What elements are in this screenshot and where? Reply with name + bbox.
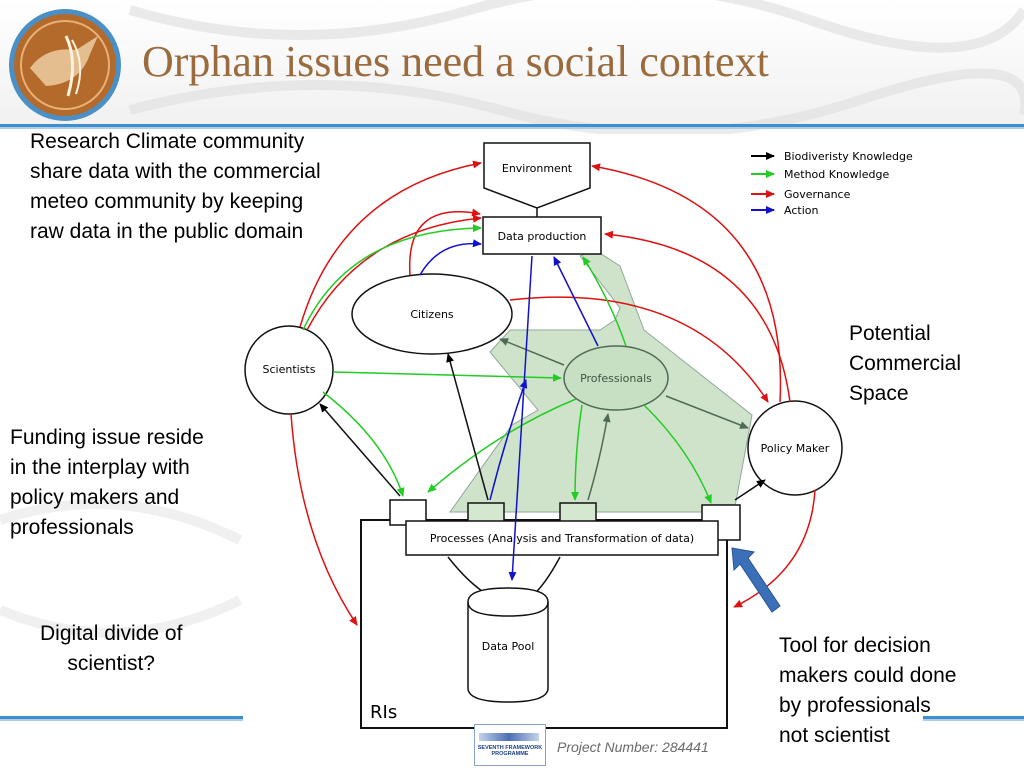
policy-maker-label: Policy Maker xyxy=(761,442,830,455)
note-potential-commercial: Potential Commercial Space xyxy=(849,322,962,405)
governance-arrow xyxy=(733,489,816,608)
governance-arrow xyxy=(604,230,791,403)
ris-label: RIs xyxy=(370,702,397,723)
professional-arrow xyxy=(587,413,611,501)
environment-label: Environment xyxy=(502,162,573,175)
project-number: Project Number: 284441 xyxy=(557,739,709,755)
professional-arrow xyxy=(665,395,749,429)
note-funding-issue: Funding issue reside in the interplay wi… xyxy=(10,426,204,539)
method-knowledge-arrow xyxy=(427,398,577,493)
fp7-logo-line2: PROGRAMME xyxy=(491,751,529,757)
method-knowledge-arrow xyxy=(322,391,405,497)
fp7-logo: SEVENTH FRAMEWORK PROGRAMME xyxy=(474,724,546,766)
method-knowledge-arrow xyxy=(571,404,583,501)
professionals-node: Professionals xyxy=(563,345,669,411)
governance-arrow xyxy=(591,163,782,403)
social-context-diagram: RIs Processes (Analysis and Transformati… xyxy=(243,134,923,734)
legend-biodiversity: Biodiveristy Knowledge xyxy=(784,150,913,163)
action-arrow xyxy=(489,379,528,501)
method-knowledge-arrow xyxy=(332,371,562,382)
policy-maker-node: Policy Maker xyxy=(747,400,843,496)
data-pool-node: Data Pool xyxy=(467,587,549,703)
biodiversity-knowledge-arrow xyxy=(319,403,401,497)
callout-arrow xyxy=(731,547,781,613)
note-digital-divide: Digital divide of scientist? xyxy=(40,622,183,675)
governance-arrow xyxy=(509,296,769,403)
processes-label: Processes (Analysis and Transformation o… xyxy=(430,532,694,545)
fp7-logo-line1: SEVENTH FRAMEWORK xyxy=(477,745,543,751)
governance-arrow xyxy=(290,413,358,626)
method-knowledge-arrow xyxy=(643,404,712,504)
slide-title: Orphan issues need a social context xyxy=(142,37,769,86)
legend-action: Action xyxy=(784,204,818,217)
fp7-logo-bar xyxy=(479,733,539,741)
legend: Biodiveristy Knowledge Method Knowledge … xyxy=(751,150,913,217)
process-tab xyxy=(467,502,505,524)
scientists-node: Scientists xyxy=(244,325,334,415)
data-production-label: Data production xyxy=(498,230,587,243)
method-knowledge-arrow xyxy=(302,224,482,331)
legend-governance: Governance xyxy=(784,188,851,201)
governance-arrow xyxy=(408,208,481,276)
note-tool-for-decision: Tool for decision makers could done by p… xyxy=(779,634,957,747)
processes-box xyxy=(405,520,719,556)
data-production-node: Data production xyxy=(482,216,602,255)
environment-node: Environment xyxy=(483,142,591,209)
process-tab xyxy=(559,502,597,524)
governance-arrow xyxy=(299,160,482,328)
action-arrow xyxy=(508,255,533,581)
citizens-label: Citizens xyxy=(410,308,454,321)
legend-method: Method Knowledge xyxy=(784,168,889,181)
method-knowledge-arrow xyxy=(582,256,627,347)
project-logo xyxy=(9,9,121,121)
biodiversity-knowledge-arrow xyxy=(734,479,766,501)
professional-arrow xyxy=(499,338,565,366)
scientists-label: Scientists xyxy=(263,363,316,376)
note-research-climate: Research Climate community share data wi… xyxy=(30,130,321,243)
citizens-node: Citizens xyxy=(351,273,513,355)
action-arrow xyxy=(419,239,482,276)
biodiversity-knowledge-arrow xyxy=(446,353,489,501)
data-pool-label: Data Pool xyxy=(482,640,535,653)
action-arrow xyxy=(553,256,599,347)
professionals-label: Professionals xyxy=(580,372,652,385)
